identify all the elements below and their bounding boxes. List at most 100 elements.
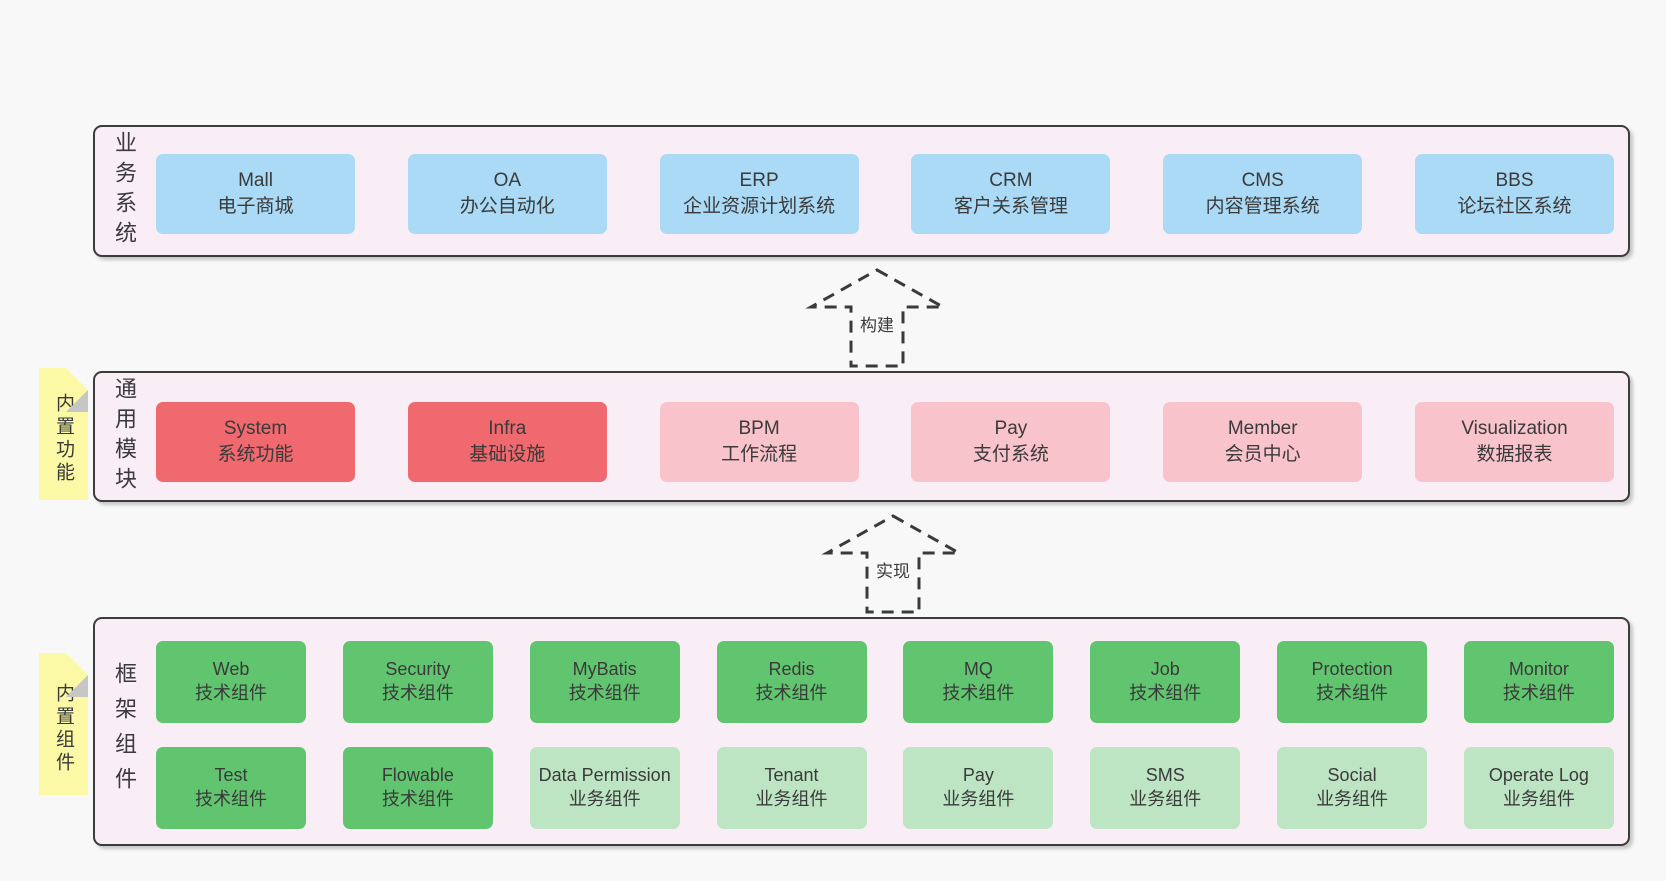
box-title: Pay (962, 765, 994, 786)
box-title: Member (1227, 417, 1298, 439)
box-subtitle: 技术组件 (1502, 683, 1575, 703)
sticky-fold-icon (66, 653, 88, 697)
box-subtitle: 业务组件 (1316, 789, 1389, 809)
box-sms: SMS 业务组件 (1090, 747, 1241, 829)
business-systems-section: 业务系统 Mall 电子商城 OA 办公自动化 ERP 企业资源计划系统 CRM… (93, 125, 1630, 257)
box-security: Security 技术组件 (342, 641, 493, 723)
box-title: Infra (488, 417, 527, 439)
box-title: System (223, 417, 288, 439)
box-subtitle: 技术组件 (568, 683, 641, 703)
box-subtitle: 业务组件 (1129, 789, 1202, 809)
box-subtitle: 技术组件 (755, 683, 828, 703)
box-title: Visualization (1461, 417, 1568, 439)
box-bbs: BBS 论坛社区系统 (1414, 154, 1614, 234)
box-social: Social 业务组件 (1277, 747, 1428, 829)
box-subtitle: 技术组件 (195, 683, 267, 703)
build-arrow (804, 267, 950, 369)
box-oa: OA 办公自动化 (407, 154, 607, 234)
box-infra: Infra 基础设施 (407, 402, 607, 482)
box-title: MQ (963, 659, 993, 680)
box-title: Pay (994, 417, 1028, 439)
box-subtitle: 系统功能 (217, 444, 294, 465)
box-subtitle: 企业资源计划系统 (683, 196, 836, 217)
box-data-permission: Data Permission 业务组件 (529, 747, 680, 829)
box-subtitle: 数据报表 (1476, 444, 1553, 465)
box-title: BBS (1495, 169, 1534, 191)
box-subtitle: 业务组件 (568, 789, 641, 809)
box-member: Member 会员中心 (1163, 402, 1363, 482)
box-bpm: BPM 工作流程 (659, 402, 859, 482)
box-flowable: Flowable 技术组件 (342, 747, 493, 829)
sticky-note-builtin-components: 内置组件 (39, 653, 88, 795)
sticky-note-text: 内置组件 (53, 683, 74, 775)
box-subtitle: 办公自动化 (459, 196, 555, 217)
box-cms: CMS 内容管理系统 (1163, 154, 1363, 234)
box-title: Social (1327, 765, 1377, 786)
sticky-fold-icon (66, 368, 88, 412)
box-subtitle: 内容管理系统 (1205, 196, 1320, 217)
box-subtitle: 技术组件 (381, 683, 454, 703)
box-subtitle: 论坛社区系统 (1457, 196, 1572, 217)
box-crm: CRM 客户关系管理 (911, 154, 1111, 234)
box-title: CMS (1241, 169, 1284, 191)
sticky-note-builtin-features: 内置功能 (39, 368, 88, 500)
box-title: Operate Log (1488, 765, 1589, 786)
box-title: Redis (768, 659, 815, 680)
box-title: Security (385, 659, 451, 680)
modules-box-row: System 系统功能 Infra 基础设施 BPM 工作流程 Pay 支付系统… (156, 402, 1614, 482)
up-arrow-icon (821, 514, 965, 614)
box-operate-log: Operate Log 业务组件 (1463, 747, 1614, 829)
box-subtitle: 技术组件 (1316, 683, 1389, 703)
box-erp: ERP 企业资源计划系统 (659, 154, 859, 234)
box-pay: Pay 支付系统 (911, 402, 1111, 482)
up-arrow-icon (805, 268, 949, 368)
box-title: MyBatis (572, 659, 637, 680)
box-tenant: Tenant 业务组件 (716, 747, 867, 829)
box-subtitle: 业务组件 (755, 789, 828, 809)
box-title: Test (214, 765, 248, 786)
box-title: Web (212, 659, 250, 680)
box-redis: Redis 技术组件 (716, 641, 867, 723)
box-monitor: Monitor 技术组件 (1463, 641, 1614, 723)
box-job: Job 技术组件 (1090, 641, 1241, 723)
box-subtitle: 客户关系管理 (953, 196, 1068, 217)
implement-arrow (820, 513, 966, 615)
box-subtitle: 技术组件 (942, 683, 1015, 703)
box-subtitle: 业务组件 (942, 789, 1015, 809)
box-title: ERP (739, 169, 779, 191)
box-mybatis: MyBatis 技术组件 (529, 641, 680, 723)
box-subtitle: 会员中心 (1224, 444, 1301, 465)
box-test: Test 技术组件 (156, 747, 306, 829)
components-box-row-2: Test 技术组件 Flowable 技术组件 Data Permission … (156, 747, 1614, 829)
box-subtitle: 技术组件 (381, 789, 454, 809)
box-title: SMS (1145, 765, 1185, 786)
components-box-row-1: Web 技术组件 Security 技术组件 MyBatis 技术组件 Redi… (156, 641, 1614, 723)
box-subtitle: 支付系统 (972, 444, 1049, 465)
box-title: Protection (1311, 659, 1393, 680)
framework-components-section: 框架组件 Web 技术组件 Security 技术组件 MyBatis 技术组件… (93, 617, 1630, 846)
box-subtitle: 业务组件 (1502, 789, 1575, 809)
box-subtitle: 技术组件 (1129, 683, 1202, 703)
box-title: OA (493, 169, 522, 191)
box-subtitle: 工作流程 (721, 444, 798, 465)
box-subtitle: 电子商城 (217, 196, 294, 217)
box-subtitle: 基础设施 (469, 444, 546, 465)
section-label-components: 框架组件 (112, 661, 137, 802)
box-subtitle: 技术组件 (195, 789, 267, 809)
box-title: Tenant (764, 765, 819, 786)
box-title: Data Permission (538, 765, 671, 786)
box-title: BPM (738, 417, 780, 439)
box-mall: Mall 电子商城 (156, 154, 355, 234)
box-protection: Protection 技术组件 (1277, 641, 1428, 723)
common-modules-section: 通用模块 System 系统功能 Infra 基础设施 BPM 工作流程 Pay… (93, 371, 1630, 502)
box-pay-biz: Pay 业务组件 (903, 747, 1054, 829)
business-box-row: Mall 电子商城 OA 办公自动化 ERP 企业资源计划系统 CRM 客户关系… (156, 154, 1614, 234)
box-web: Web 技术组件 (156, 641, 306, 723)
box-visualization: Visualization 数据报表 (1414, 402, 1614, 482)
box-mq: MQ 技术组件 (903, 641, 1054, 723)
box-title: CRM (989, 169, 1033, 191)
section-label-business: 业务系统 (112, 131, 137, 251)
box-title: Job (1150, 659, 1180, 680)
box-title: Mall (238, 169, 273, 191)
section-label-modules: 通用模块 (112, 376, 137, 497)
